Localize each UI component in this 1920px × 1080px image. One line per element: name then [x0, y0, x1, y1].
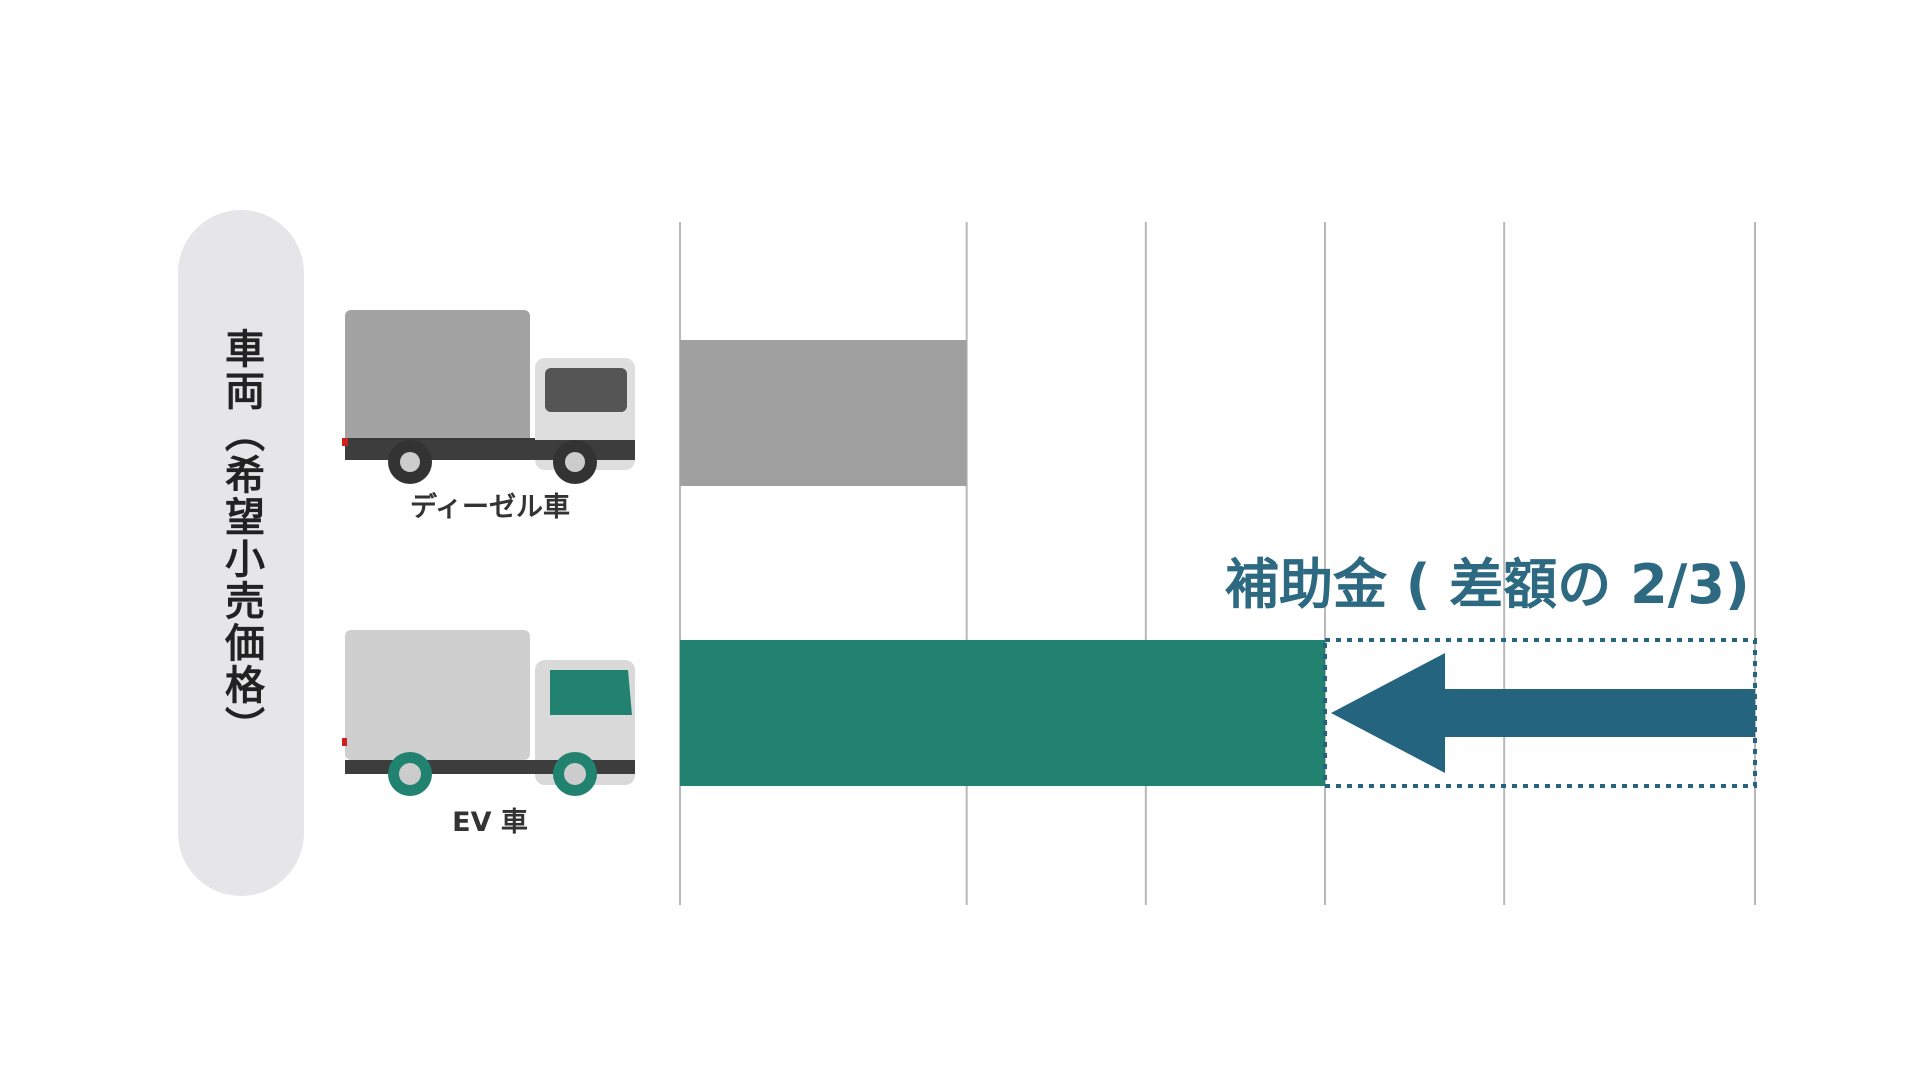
diesel-truck-icon [342, 310, 635, 484]
y-axis-label: 車両（希望小売価格） [218, 328, 264, 748]
bar-diesel [680, 340, 967, 486]
bars [680, 340, 1325, 786]
subsidy-dotted-box [1323, 638, 1757, 788]
subsidy-label: 補助金 ( 差額の 2/3) [1225, 553, 1750, 616]
ev-truck-icon [342, 630, 635, 796]
gridlines [679, 222, 1756, 905]
diesel-label: ディーゼル車 [409, 492, 571, 523]
bar-ev [680, 640, 1325, 786]
subsidy-group [1323, 638, 1757, 788]
subsidy-arrow [1331, 653, 1755, 773]
y-axis-label-pill: 車両（希望小売価格） [178, 210, 304, 896]
ev-label: EV 車 [452, 807, 528, 838]
